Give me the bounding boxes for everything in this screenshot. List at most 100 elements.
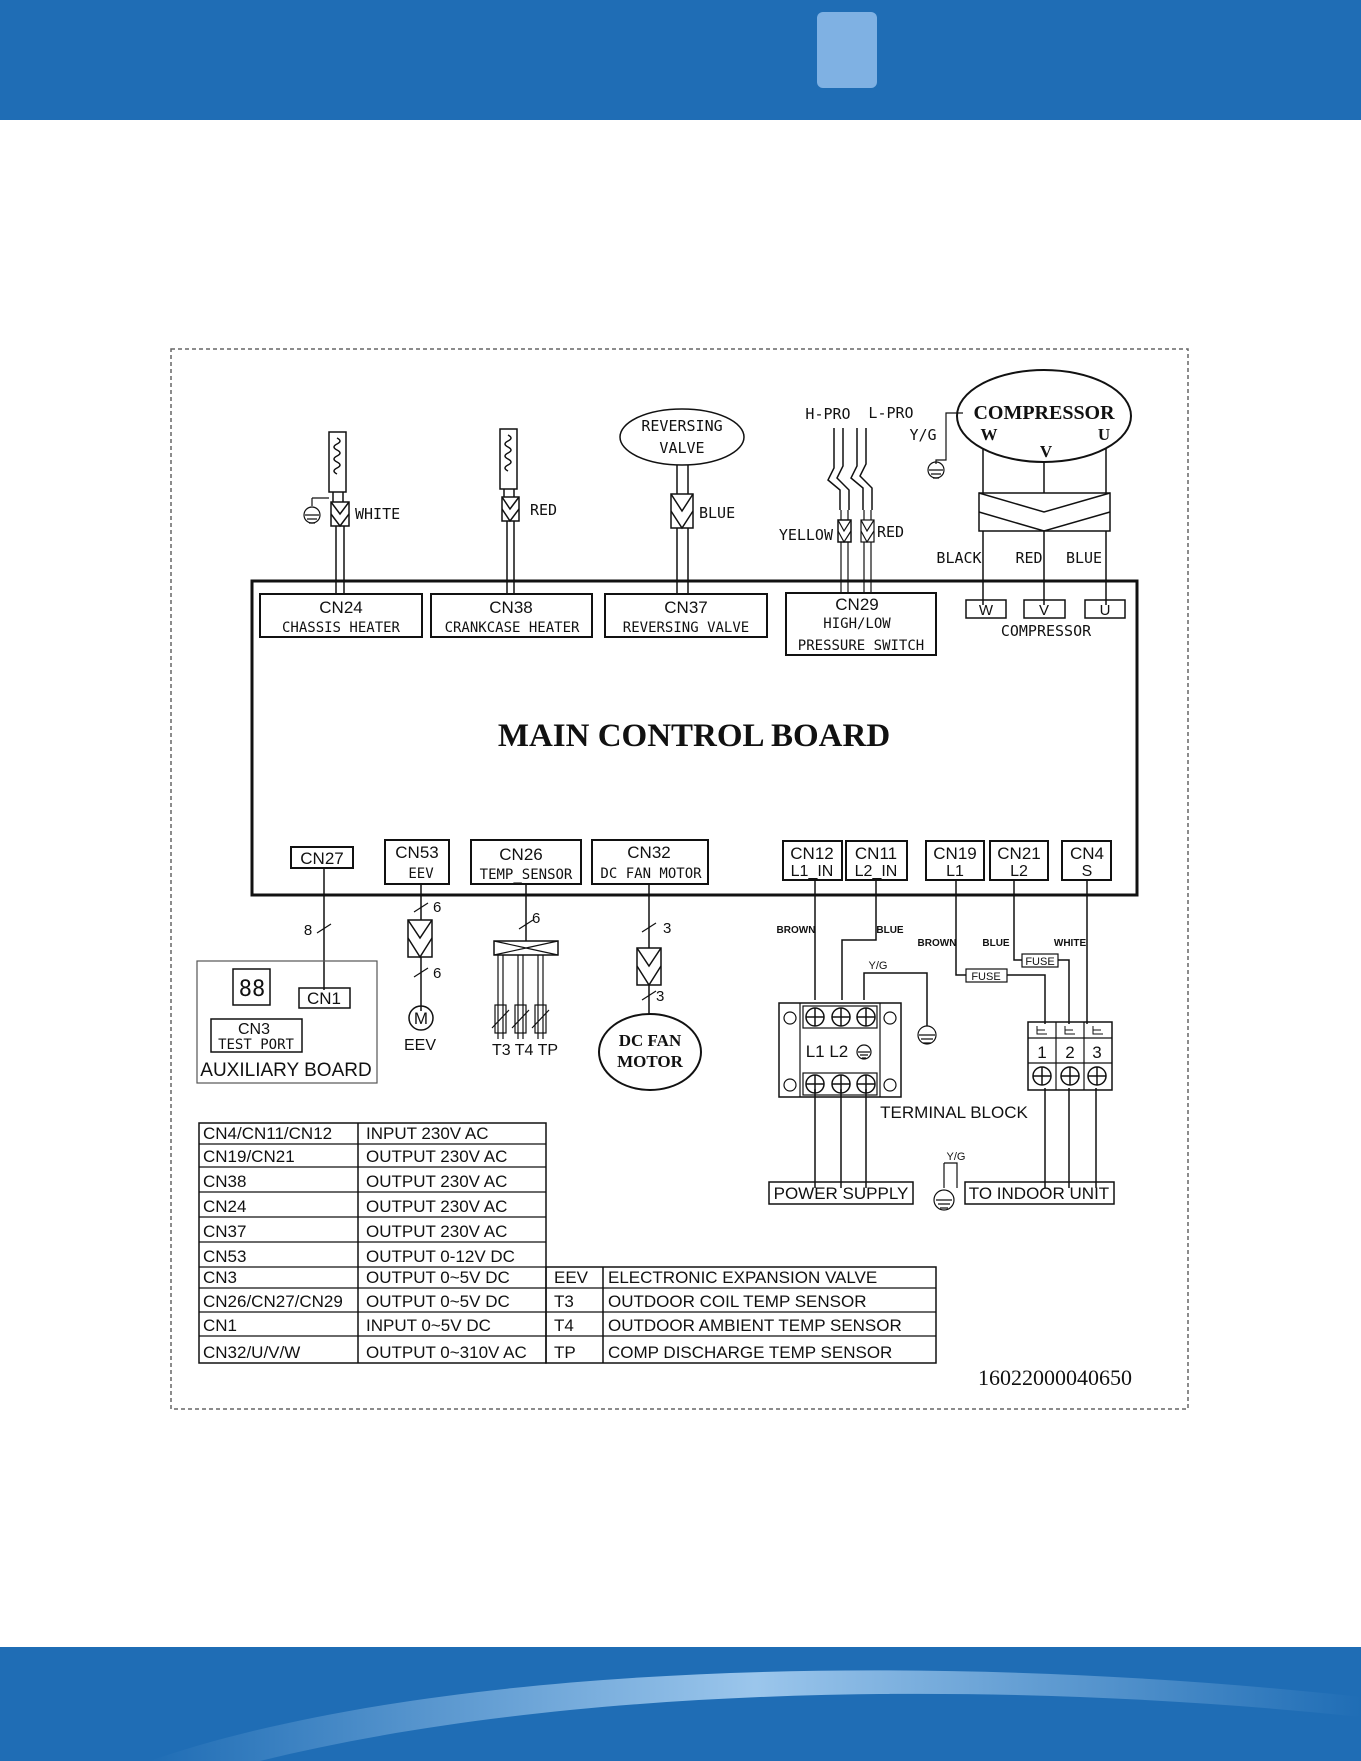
legend-cell-desc: OUTDOOR COIL TEMP SENSOR bbox=[608, 1292, 867, 1311]
cn11-wire-blue: BLUE bbox=[876, 925, 904, 936]
compressor-board-label: COMPRESSOR bbox=[1001, 622, 1092, 640]
power-yg: Y/G bbox=[869, 960, 888, 972]
cn32-connector bbox=[591, 839, 709, 885]
cn11-name: L2_IN bbox=[855, 863, 898, 880]
to-indoor-unit-box bbox=[964, 1181, 1115, 1205]
spec-cell-rating: OUTPUT 230V AC bbox=[366, 1197, 507, 1216]
cn38-id: CN38 bbox=[489, 598, 532, 617]
compressor-w: W bbox=[981, 425, 998, 444]
dc-fan-motor bbox=[598, 1013, 702, 1091]
cn27-connector bbox=[290, 846, 354, 869]
part-number: 16022000040650 bbox=[978, 1365, 1132, 1390]
cn37-id: CN37 bbox=[664, 598, 707, 617]
cn26-id: CN26 bbox=[499, 845, 542, 864]
indoor-terminal-2: 2 bbox=[1065, 1043, 1074, 1062]
cn53-wire-count-a: 6 bbox=[433, 899, 441, 916]
legend-cell-abbr: T3 bbox=[554, 1292, 574, 1311]
cn12-id: CN12 bbox=[790, 844, 833, 863]
cn12-connector bbox=[782, 840, 843, 881]
cn27-wire-count: 8 bbox=[304, 922, 312, 939]
indoor-terminal-1: 1 bbox=[1037, 1043, 1046, 1062]
cn53-id: CN53 bbox=[395, 843, 438, 862]
cn32-name: DC FAN MOTOR bbox=[600, 866, 702, 882]
sensor-labels: T3 T4 TP bbox=[492, 1042, 558, 1059]
legend-cell-desc: OUTDOOR AMBIENT TEMP SENSOR bbox=[608, 1316, 902, 1335]
cn53-wire-count-b: 6 bbox=[433, 965, 441, 982]
h-pro-label: H-PRO bbox=[805, 405, 850, 423]
indoor-terminal-screws bbox=[1032, 1066, 1107, 1086]
cn12-wire-brown: BROWN bbox=[777, 925, 816, 936]
cn1-connector bbox=[298, 987, 351, 1009]
compressor-yg: Y/G bbox=[909, 426, 936, 444]
cn11-id: CN11 bbox=[855, 844, 897, 863]
legend-cell-abbr: TP bbox=[554, 1343, 576, 1362]
fan-motor-line1: DC FAN bbox=[619, 1031, 682, 1050]
indoor-terminal-3: 3 bbox=[1092, 1043, 1101, 1062]
cn3-id: CN3 bbox=[238, 1021, 270, 1038]
spec-cell-connector: CN53 bbox=[203, 1247, 246, 1266]
cn19-wire-brown: BROWN bbox=[918, 938, 957, 949]
compressor-title: COMPRESSOR bbox=[973, 402, 1115, 424]
spec-cell-connector: CN4/CN11/CN12 bbox=[203, 1124, 332, 1143]
cn19-connector bbox=[925, 840, 985, 881]
legend-cell-abbr: EEV bbox=[554, 1268, 589, 1287]
spec-cell-connector: CN3 bbox=[203, 1268, 237, 1287]
digit-display bbox=[232, 968, 271, 1006]
footer-banner bbox=[0, 1647, 1361, 1761]
legend-cell-abbr: T4 bbox=[554, 1316, 574, 1335]
compressor-wire-blue: BLUE bbox=[1066, 549, 1102, 567]
ground-icon bbox=[917, 1025, 937, 1045]
cn24-connector bbox=[259, 593, 423, 638]
legend-cell-desc: COMP DISCHARGE TEMP SENSOR bbox=[608, 1343, 892, 1362]
power-supply-box bbox=[768, 1181, 914, 1205]
spec-cell-rating: OUTPUT 0~5V DC bbox=[366, 1292, 510, 1311]
to-indoor-unit-label: TO INDOOR UNIT bbox=[969, 1184, 1109, 1203]
compressor-v-terminal-label: V bbox=[1039, 602, 1049, 619]
cn21-connector bbox=[989, 840, 1049, 881]
reversing-valve-line1: REVERSING bbox=[641, 417, 722, 435]
cn37-name: REVERSING VALVE bbox=[623, 620, 749, 636]
digit-display-value: 88 bbox=[239, 977, 266, 1002]
cn26-wire-count: 6 bbox=[532, 910, 540, 927]
cn53-connector bbox=[384, 839, 450, 885]
cn29-id: CN29 bbox=[835, 595, 878, 614]
cn29-line2: PRESSURE SWITCH bbox=[798, 638, 924, 654]
fuse-1 bbox=[965, 968, 1008, 983]
cn19-id: CN19 bbox=[933, 844, 976, 863]
cn53-name: EEV bbox=[408, 866, 434, 882]
cn29-connector bbox=[785, 592, 937, 656]
main-control-board bbox=[250, 579, 1139, 897]
cn37-wire-color: BLUE bbox=[699, 504, 735, 522]
spec-cell-rating: INPUT 230V AC bbox=[366, 1124, 489, 1143]
cn24-id: CN24 bbox=[319, 598, 362, 617]
compressor-u: U bbox=[1098, 425, 1110, 444]
spec-cell-connector: CN32/U/V/W bbox=[203, 1343, 300, 1362]
indoor-yg: Y/G bbox=[947, 1151, 966, 1163]
compressor-v-terminal bbox=[1023, 599, 1066, 619]
spec-cell-rating: OUTPUT 230V AC bbox=[366, 1172, 507, 1191]
cn29-line1: HIGH/LOW bbox=[823, 616, 891, 632]
spec-cell-connector: CN37 bbox=[203, 1222, 246, 1241]
fuse-2-label: FUSE bbox=[1025, 956, 1054, 968]
compressor-wiring bbox=[927, 412, 1111, 605]
compressor-wire-black: BLACK bbox=[936, 549, 981, 567]
compressor-w-terminal bbox=[965, 599, 1007, 619]
cn26-name: TEMP_SENSOR bbox=[480, 867, 573, 883]
temp-sensor-icon bbox=[491, 940, 559, 1039]
cn4-wire-white: WHITE bbox=[1054, 938, 1087, 949]
auxiliary-title: AUXILIARY BOARD bbox=[200, 1060, 371, 1081]
indoor-terminal-block bbox=[1027, 1021, 1113, 1091]
ground-icon bbox=[856, 1044, 872, 1060]
terminal-labels: L1 L2 bbox=[806, 1042, 849, 1061]
spec-cell-connector: CN38 bbox=[203, 1172, 246, 1191]
terminal-screws bbox=[805, 1007, 876, 1094]
cn38-connector bbox=[430, 593, 593, 638]
pressure-switch-wiring bbox=[827, 428, 875, 594]
terminal-block-label: TERMINAL BLOCK bbox=[880, 1103, 1028, 1122]
cn38-wire-color: RED bbox=[530, 501, 557, 519]
spec-cell-rating: OUTPUT 230V AC bbox=[366, 1147, 507, 1166]
cn1-id: CN1 bbox=[307, 989, 341, 1008]
cn29-wire-left: YELLOW bbox=[779, 526, 834, 544]
